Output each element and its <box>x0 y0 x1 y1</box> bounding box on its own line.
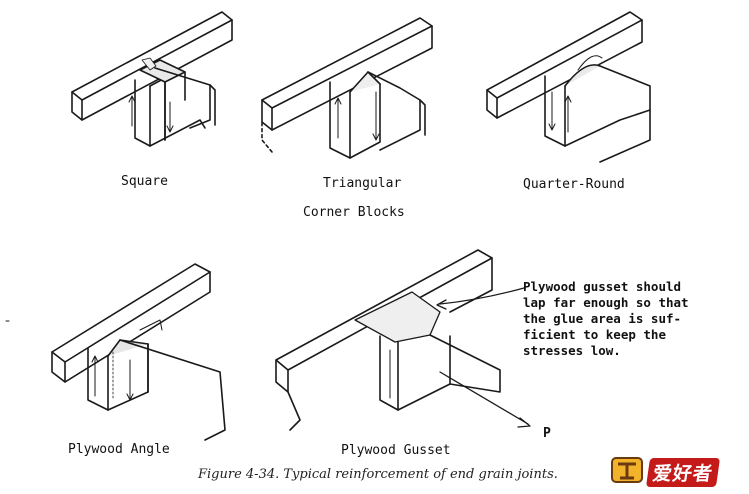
plywood-gusset-label: Plywood Gusset <box>341 443 451 458</box>
logo-text: 爱好者 <box>645 458 721 487</box>
plywood-angle-label: Plywood Angle <box>68 442 170 457</box>
gusset-note: Plywood gusset should lap far enough so … <box>523 279 689 359</box>
note-line: lap far enough so that <box>523 295 689 310</box>
note-line: Plywood gusset should <box>523 279 682 294</box>
triangular-label: Triangular <box>323 176 402 191</box>
plywood-gusset-drawing <box>275 249 531 431</box>
note-line: ficient to keep the <box>523 327 666 342</box>
square-label: Square <box>121 174 168 189</box>
plywood-angle-drawing <box>51 263 226 441</box>
corner-blocks-label: Corner Blocks <box>303 205 405 220</box>
force-label: P <box>543 426 551 441</box>
logo-mark-icon <box>611 457 643 483</box>
triangular-joint-drawing <box>261 17 433 159</box>
note-line: stresses low. <box>523 343 621 358</box>
square-joint-drawing <box>71 11 233 147</box>
quarter-round-label: Quarter-Round <box>523 177 625 192</box>
watermark-logo: 爱好者 <box>608 452 746 490</box>
note-line: the glue area is suf- <box>523 311 682 326</box>
figure-caption: Figure 4-34. Typical reinforcement of en… <box>198 467 558 482</box>
quarter-round-joint-drawing <box>486 11 651 163</box>
